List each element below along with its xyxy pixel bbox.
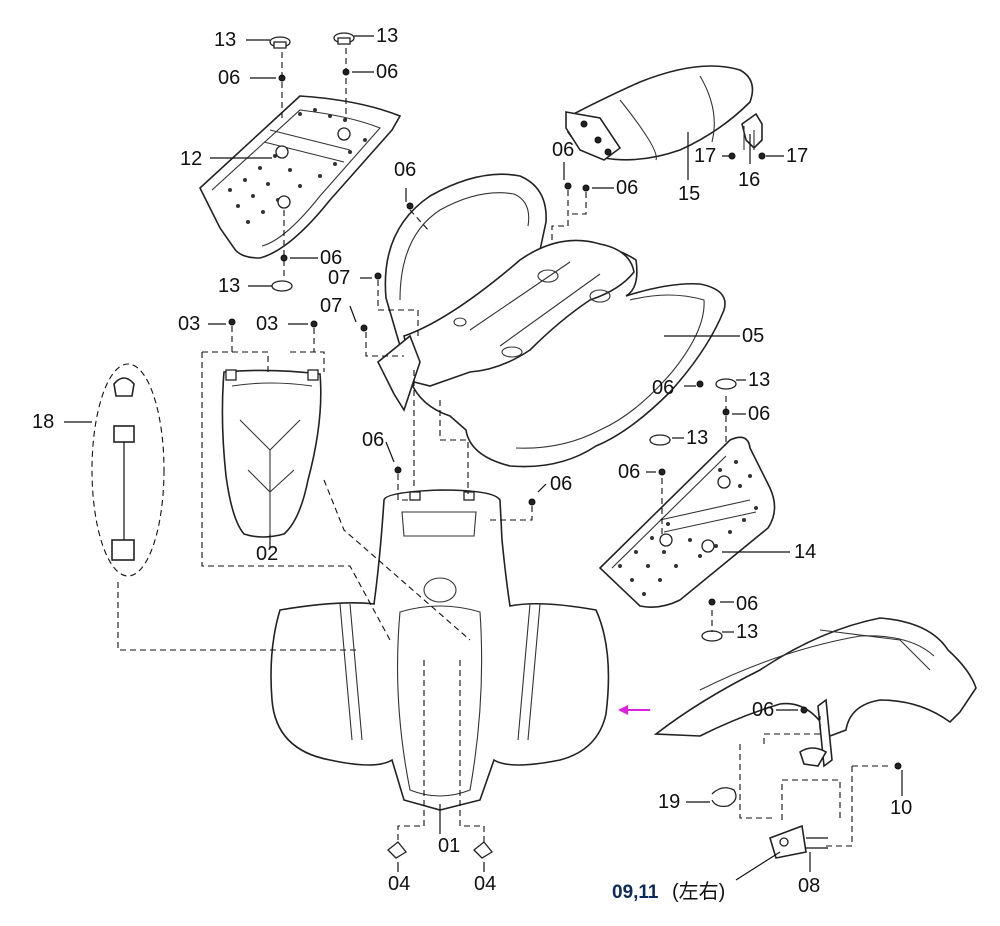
label-06-b: 06	[376, 61, 398, 83]
label-13-e: 13	[686, 427, 708, 449]
label-08: 08	[798, 875, 820, 897]
label-01: 01	[438, 835, 460, 857]
seat-hook-16	[741, 112, 763, 150]
label-06-m: 06	[752, 699, 774, 721]
rear-fender-05	[376, 173, 726, 468]
label-06-h: 06	[748, 403, 770, 425]
label-17-b: 17	[786, 145, 808, 167]
label-13-b: 13	[376, 25, 398, 47]
direction-arrow	[618, 705, 650, 715]
label-06-l: 06	[736, 593, 758, 615]
label-09-11: 09,11	[612, 882, 659, 903]
label-13-f: 13	[736, 621, 758, 643]
front-fender-body-01	[270, 489, 610, 811]
label-07-a: 07	[328, 267, 350, 289]
seat-15	[565, 65, 754, 161]
label-03-a: 03	[178, 313, 200, 335]
rear-left-footrest-12	[199, 95, 402, 259]
leader-lines	[64, 35, 903, 881]
right-footrest-14	[598, 436, 776, 608]
label-13-c: 13	[218, 275, 240, 297]
ignition-switch-assembly-18	[91, 363, 165, 577]
label-14: 14	[794, 541, 816, 563]
label-17-a: 17	[694, 145, 716, 167]
label-18: 18	[32, 411, 54, 433]
label-06-i: 06	[618, 461, 640, 483]
label-04-a: 04	[388, 873, 410, 895]
label-10: 10	[890, 797, 912, 819]
label-06-f: 06	[616, 177, 638, 199]
label-09-11-note: (左右)	[672, 880, 725, 903]
label-06-e: 06	[552, 139, 574, 161]
rear-center-cover-02	[221, 369, 322, 538]
label-07-b: 07	[320, 295, 342, 317]
assembly-guide-lines	[117, 48, 890, 847]
front-fender-right	[653, 617, 977, 737]
support-rod	[799, 698, 833, 768]
label-02: 02	[256, 543, 278, 565]
label-19: 19	[658, 791, 680, 813]
bracket-08	[769, 824, 828, 859]
label-13-d: 13	[748, 369, 770, 391]
fasteners	[228, 32, 902, 859]
label-03-b: 03	[256, 313, 278, 335]
label-04-b: 04	[474, 873, 496, 895]
label-06-g: 06	[652, 377, 674, 399]
label-06-c: 06	[320, 247, 342, 269]
label-15: 15	[678, 183, 700, 205]
label-05: 05	[742, 325, 764, 347]
label-06-k: 06	[550, 473, 572, 495]
label-06-d: 06	[394, 159, 416, 181]
label-16: 16	[738, 169, 760, 191]
label-06-a: 06	[218, 67, 240, 89]
part-labels: 13 13 06 06 12 06 13 06 06 06 15 17 17 1…	[32, 25, 912, 903]
label-06-j: 06	[362, 429, 384, 451]
label-12: 12	[180, 148, 202, 170]
label-13-a: 13	[214, 29, 236, 51]
